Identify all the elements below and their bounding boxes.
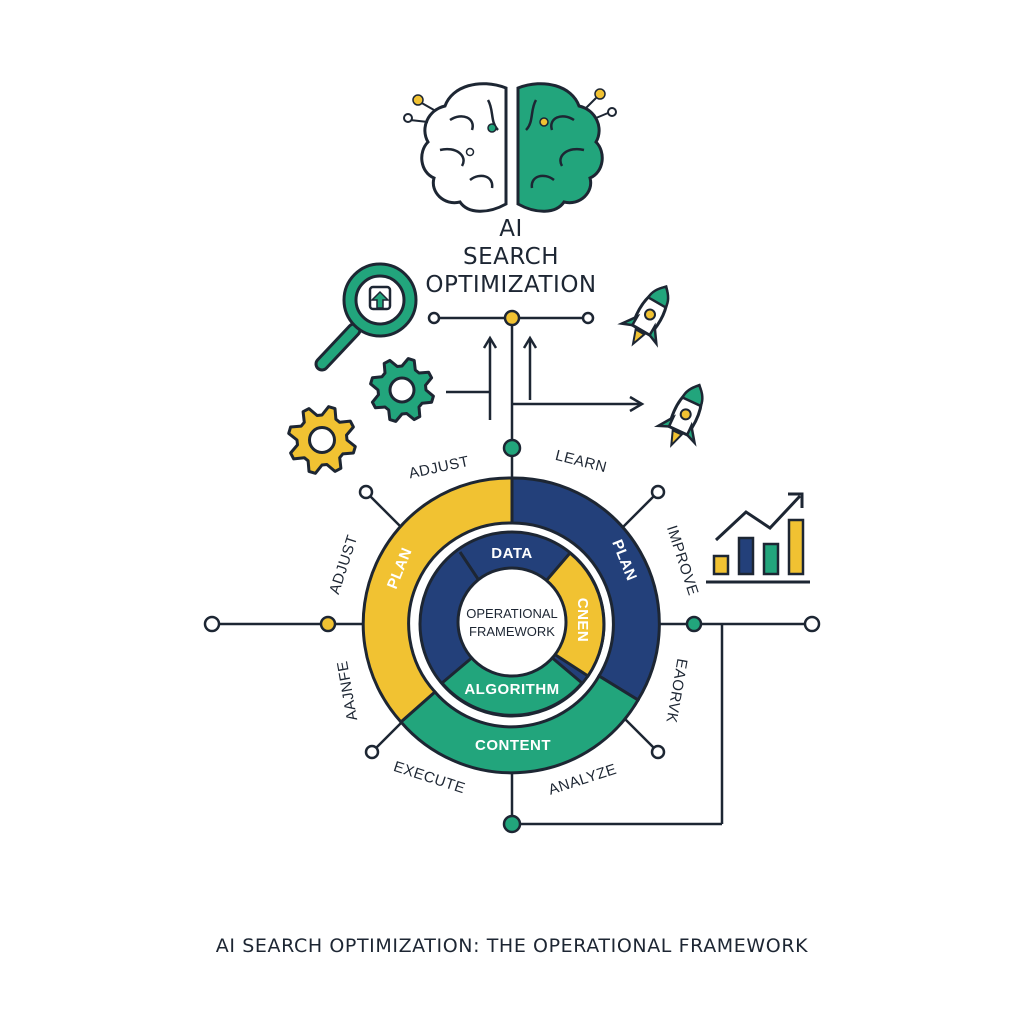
inner-algorithm-label: ALGORITHM xyxy=(464,681,559,698)
label-learn: LEARN xyxy=(554,447,609,476)
title-line-1: AI xyxy=(499,216,523,242)
inner-cnen-label: CNEN xyxy=(574,598,591,643)
magnifier-upload-icon xyxy=(314,262,418,372)
brain-icon xyxy=(403,82,617,213)
title-line-2: SEARCH xyxy=(463,244,559,270)
diagram-title: AI SEARCH OPTIMIZATION xyxy=(425,216,596,298)
label-aajnfe: AAJNFE xyxy=(334,660,361,723)
gear-icon xyxy=(287,405,357,475)
outer-ring xyxy=(361,476,661,775)
label-eaorvk: EAORVK xyxy=(662,657,690,724)
center-line-2: FRAMEWORK xyxy=(469,624,555,639)
gear-icon xyxy=(369,357,435,423)
connector-nodes xyxy=(203,309,821,834)
label-adjust-top: ADJUST xyxy=(407,453,471,482)
rocket-icon xyxy=(653,383,704,448)
label-execute: EXECUTE xyxy=(391,758,467,797)
center-line-1: OPERATIONAL xyxy=(466,606,558,621)
label-adjust-left: ADJUST xyxy=(326,533,361,597)
inner-data-label: DATA xyxy=(491,545,532,562)
inner-ring xyxy=(418,530,606,718)
label-improve: IMPROVE xyxy=(663,523,702,597)
ring-labels: PLAN PLAN CONTENT DATA CNEN ALGORITHM OP… xyxy=(384,537,640,754)
rocket-icon xyxy=(617,284,670,348)
bar-chart-icon xyxy=(706,492,810,584)
outer-content-label: CONTENT xyxy=(475,737,551,754)
title-line-3: OPTIMIZATION xyxy=(425,272,596,298)
diagram-caption: AI SEARCH OPTIMIZATION: THE OPERATIONAL … xyxy=(216,935,808,957)
